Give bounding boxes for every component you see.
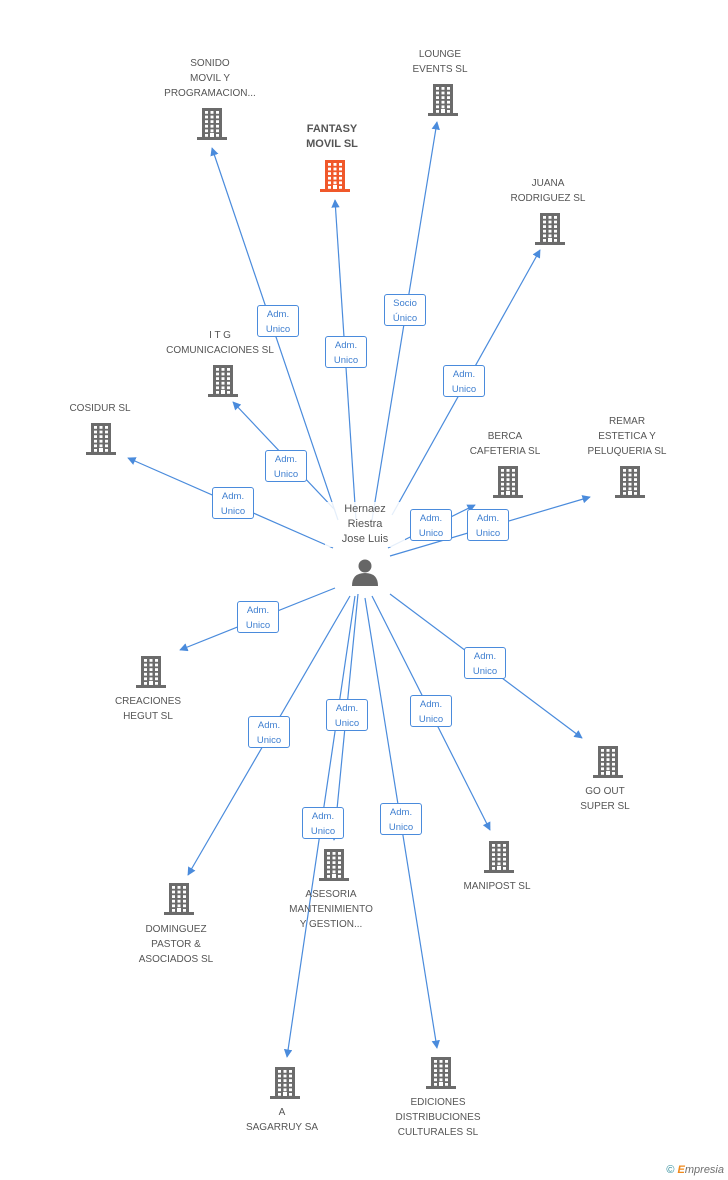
edge-label-creaciones: Adm. Unico: [237, 601, 279, 633]
company-name-sonido[interactable]: SONIDO MOVIL Y PROGRAMACION...: [164, 58, 256, 99]
edge-label-sagarruy: Adm. Unico: [302, 807, 344, 839]
copyright-symbol: ©: [666, 1164, 675, 1176]
company-name-fantasy[interactable]: FANTASY MOVIL SL: [306, 123, 358, 150]
building-icon-asesoria[interactable]: [319, 849, 349, 881]
footer-brand: © Empresia: [666, 1164, 724, 1176]
edge-label-berca: Adm. Unico: [410, 509, 452, 541]
building-icon-sagarruy[interactable]: [270, 1067, 300, 1099]
brand-name: mpresia: [684, 1164, 724, 1176]
edge-label-fantasy: Adm. Unico: [325, 336, 367, 368]
building-icon-remar[interactable]: [615, 466, 645, 498]
edge-label-cosidur: Adm. Unico: [212, 487, 254, 519]
building-icon-itg[interactable]: [208, 365, 238, 397]
company-name-sagarruy[interactable]: A SAGARRUY SA: [245, 1107, 319, 1133]
building-icon-manipost[interactable]: [484, 841, 514, 873]
company-name-remar[interactable]: REMAR ESTETICA Y PELUQUERIA SL: [587, 416, 667, 457]
building-icon-creaciones[interactable]: [136, 656, 166, 688]
edge-label-dominguez: Adm. Unico: [248, 716, 290, 748]
building-icon-sonido[interactable]: [197, 108, 227, 140]
edge-label-ediciones: Adm. Unico: [380, 803, 422, 835]
building-icon-berca[interactable]: [493, 466, 523, 498]
company-name-creaciones[interactable]: CREACIONES HEGUT SL: [114, 696, 182, 722]
company-name-berca[interactable]: BERCA CAFETERIA SL: [469, 431, 541, 457]
building-icon-goout[interactable]: [593, 746, 623, 778]
company-name-manipost[interactable]: MANIPOST SL: [463, 881, 531, 892]
building-icon-cosidur[interactable]: [86, 423, 116, 455]
brand-initial: E: [677, 1164, 685, 1176]
company-name-itg[interactable]: I T G COMUNICACIONES SL: [166, 330, 274, 356]
edge-label-manipost: Adm. Unico: [410, 695, 452, 727]
person-icon[interactable]: [352, 559, 378, 587]
building-icon-ediciones[interactable]: [426, 1057, 456, 1089]
company-name-cosidur[interactable]: COSIDUR SL: [69, 403, 131, 414]
company-name-asesoria[interactable]: ASESORIA MANTENIMIENTO Y GESTION...: [289, 889, 373, 930]
edge-label-sonido: Adm. Unico: [257, 305, 299, 337]
edge-label-goout: Adm. Unico: [464, 647, 506, 679]
edge-label-itg: Adm. Unico: [265, 450, 307, 482]
company-name-goout[interactable]: GO OUT SUPER SL: [580, 786, 630, 812]
building-icon-dominguez[interactable]: [164, 883, 194, 915]
building-icon-lounge[interactable]: [428, 84, 458, 116]
edge-label-asesoria: Adm. Unico: [326, 699, 368, 731]
edge-label-lounge: Socio Único: [384, 294, 426, 326]
edge-label-remar: Adm. Unico: [467, 509, 509, 541]
edge-label-juana: Adm. Unico: [443, 365, 485, 397]
building-icon-juana[interactable]: [535, 213, 565, 245]
building-icon-fantasy[interactable]: [320, 160, 350, 192]
company-name-dominguez[interactable]: DOMINGUEZ PASTOR & ASOCIADOS SL: [138, 924, 214, 965]
company-name-juana[interactable]: JUANA RODRIGUEZ SL: [510, 178, 586, 204]
company-name-ediciones[interactable]: EDICIONES DISTRIBUCIONES CULTURALES SL: [395, 1097, 481, 1138]
company-name-lounge[interactable]: LOUNGE EVENTS SL: [412, 49, 468, 75]
person-name[interactable]: Hernaez Riestra Jose Luis: [325, 502, 405, 547]
